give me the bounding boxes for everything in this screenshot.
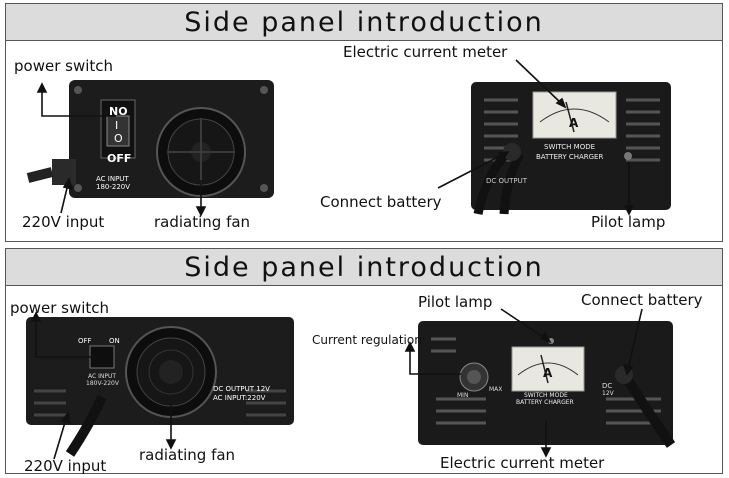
switch-on-text-2: ON [109, 337, 120, 345]
left-charger-photo-2 [26, 317, 294, 457]
label-radiating-fan: radiating fan [154, 213, 251, 231]
label-pilot-lamp-2: Pilot lamp [418, 293, 493, 311]
ac-input-full-text: AC INPUT:220V [213, 394, 266, 402]
brand-line2: BATTERY CHARGER [536, 153, 604, 161]
panel-top-illustration [26, 59, 671, 217]
panel-top-title: Side panel introduction [184, 6, 544, 38]
meter-a-text: A [569, 116, 579, 130]
meter-a-text-2: A [543, 366, 553, 380]
label-connect-battery: Connect battery [320, 193, 442, 211]
label-radiating-fan-2: radiating fan [139, 446, 236, 464]
label-connect-battery-2: Connect battery [581, 291, 703, 309]
left-charger-photo [26, 80, 274, 198]
ac-range-text-2: 180V-220V [86, 380, 119, 387]
label-power-switch-2: power switch [10, 299, 110, 317]
brand-line1-2: SWITCH MODE [524, 392, 568, 399]
ac-range-text: 180-220V [96, 183, 131, 191]
label-220v-input: 220V input [22, 213, 105, 231]
brand-line1: SWITCH MODE [544, 143, 596, 151]
dc-output-text-2: DC OUTPUT 12V [213, 385, 270, 393]
label-power-switch: power switch [14, 57, 114, 75]
right-charger-photo [471, 82, 671, 215]
label-meter: Electric current meter [343, 43, 508, 61]
switch-off-text: OFF [107, 152, 132, 165]
label-220v-input-2: 220V input [24, 457, 107, 475]
dc-12v-text: 12V [602, 390, 614, 397]
knob-min-text: MIN [457, 392, 469, 399]
ac-input-text: AC INPUT [96, 175, 129, 183]
panel-top: Side panel introduction [5, 3, 723, 242]
panel-bottom: Side panel introduction [5, 248, 723, 475]
brand-line2-2: BATTERY CHARGER [516, 399, 574, 406]
label-current-regulation: Current regulation [312, 333, 422, 347]
right-charger-photo-2 [418, 321, 676, 448]
panel-bottom-title-band: Side panel introduction [6, 249, 722, 286]
dc-output-text: DC OUTPUT [486, 177, 528, 185]
label-meter-2: Electric current meter [440, 454, 605, 472]
switch-off-text-2: OFF [78, 337, 92, 345]
knob-max-text: MAX [489, 386, 503, 393]
panel-bottom-title: Side panel introduction [184, 251, 544, 283]
panel-top-title-band: Side panel introduction [6, 4, 722, 41]
switch-no-text: NO [109, 105, 128, 118]
ac-input-text-2: AC INPUT [88, 373, 117, 380]
label-pilot-lamp: Pilot lamp [591, 213, 666, 231]
switch-i-text: I [115, 119, 119, 132]
panel-bottom-illustration [26, 308, 676, 460]
dc-label-text: DC [602, 382, 613, 390]
switch-o-text: O [114, 132, 123, 145]
